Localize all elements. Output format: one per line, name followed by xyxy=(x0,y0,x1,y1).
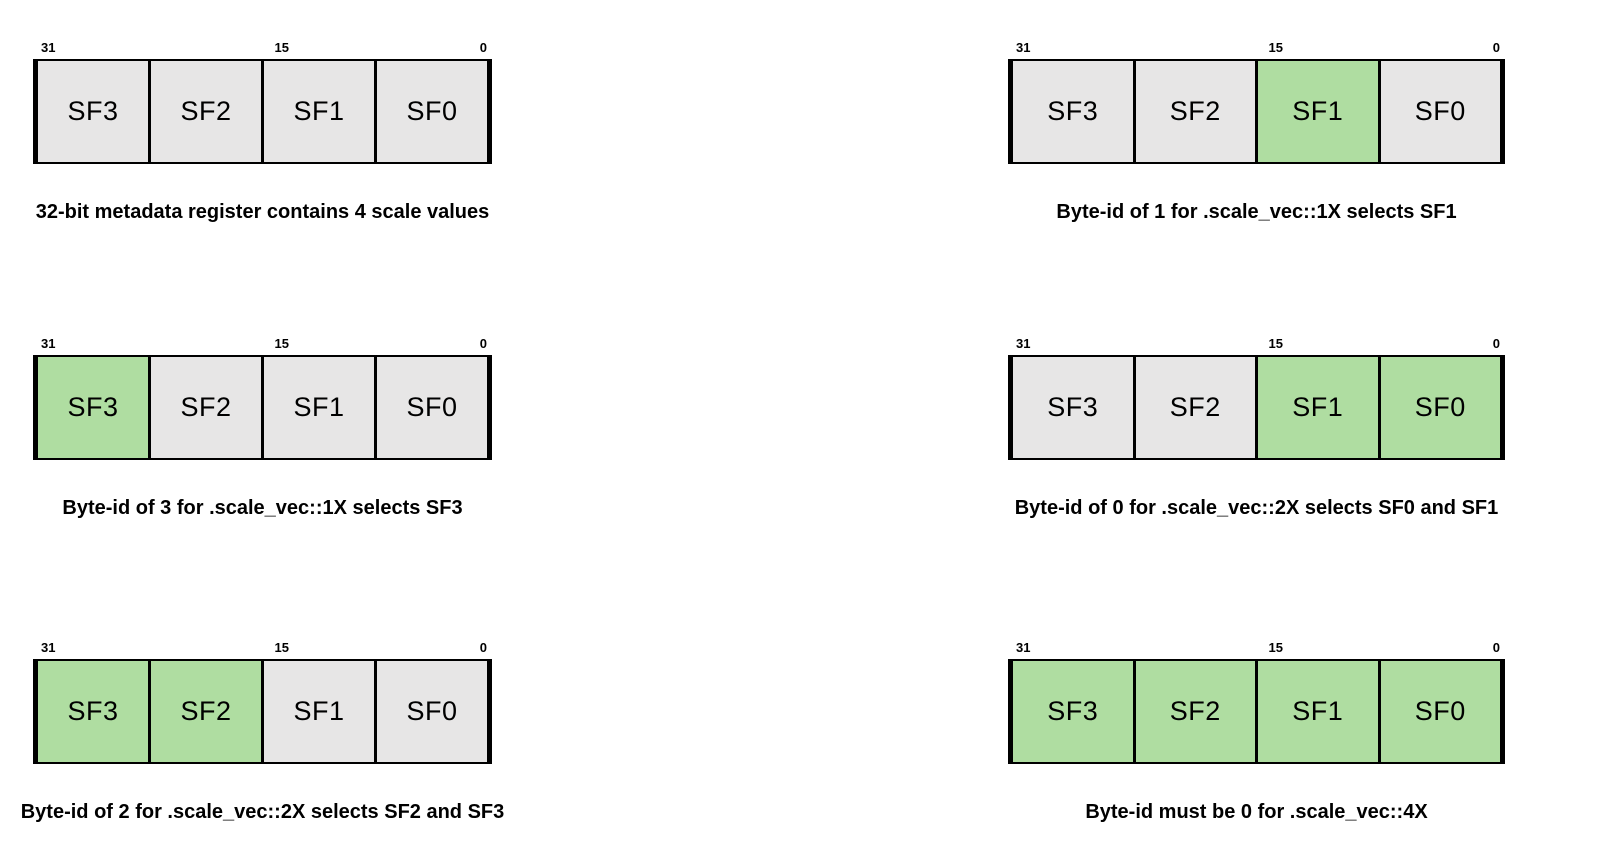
register-cell-sf3: SF3 xyxy=(38,61,148,162)
register-box: SF3 SF2 SF1 SF0 xyxy=(1008,355,1505,460)
bit-ruler: 31 15 0 xyxy=(33,34,492,59)
register-cell-sf3: SF3 xyxy=(1013,357,1133,458)
register-box: SF3 SF2 SF1 SF0 xyxy=(33,59,492,164)
register-cell-sf1: SF1 xyxy=(1255,357,1378,458)
diagram-caption: 32-bit metadata register contains 4 scal… xyxy=(35,201,490,223)
register-cell-sf2: SF2 xyxy=(1132,61,1255,162)
register-cell-sf3: SF3 xyxy=(1013,661,1133,762)
diagram-caption: Byte-id must be 0 for .scale_vec::4X xyxy=(1085,801,1428,823)
cell-label: SF3 xyxy=(1047,96,1099,126)
cell-label: SF0 xyxy=(406,696,458,726)
register-diagram-metadata: 31 15 0 SF3 SF2 SF1 SF0 32-bit metadata … xyxy=(33,34,492,223)
bit-ruler: 31 15 0 xyxy=(1008,634,1505,659)
bit-label-31: 31 xyxy=(1016,336,1031,351)
cell-label: SF3 xyxy=(67,696,119,726)
bit-label-15: 15 xyxy=(274,336,289,351)
register-cell-sf1: SF1 xyxy=(261,357,374,458)
register-cell-sf3: SF3 xyxy=(1013,61,1133,162)
bit-label-0: 0 xyxy=(479,40,487,55)
cell-label: SF3 xyxy=(1047,392,1099,422)
cell-label: SF3 xyxy=(67,96,119,126)
bit-ruler: 31 15 0 xyxy=(33,330,492,355)
register-cell-sf2: SF2 xyxy=(148,661,261,762)
register-cell-sf3: SF3 xyxy=(38,357,148,458)
register-diagram-byteid0-2x: 31 15 0 SF3 SF2 SF1 SF0 Byte-id of 0 for… xyxy=(1008,330,1505,519)
register-cell-sf2: SF2 xyxy=(1132,661,1255,762)
diagram-caption: Byte-id of 1 for .scale_vec::1X selects … xyxy=(1056,201,1457,223)
cell-label: SF2 xyxy=(180,392,232,422)
register-cell-sf1: SF1 xyxy=(1255,61,1378,162)
cell-label: SF0 xyxy=(406,392,458,422)
cell-label: SF0 xyxy=(406,96,458,126)
bit-label-31: 31 xyxy=(1016,40,1031,55)
diagram-caption: Byte-id of 0 for .scale_vec::2X selects … xyxy=(1014,497,1499,519)
cell-label: SF1 xyxy=(293,96,345,126)
bit-label-31: 31 xyxy=(1016,640,1031,655)
register-diagram-byteid1-1x: 31 15 0 SF3 SF2 SF1 SF0 Byte-id of 1 for… xyxy=(1008,34,1505,223)
cell-label: SF1 xyxy=(1292,696,1344,726)
cell-label: SF2 xyxy=(1169,392,1221,422)
bit-label-0: 0 xyxy=(1492,640,1500,655)
register-cell-sf1: SF1 xyxy=(261,661,374,762)
register-box: SF3 SF2 SF1 SF0 xyxy=(33,659,492,764)
cell-label: SF1 xyxy=(293,696,345,726)
register-cell-sf0: SF0 xyxy=(374,357,487,458)
bit-label-31: 31 xyxy=(41,336,56,351)
register-cell-sf3: SF3 xyxy=(38,661,148,762)
register-cell-sf0: SF0 xyxy=(374,61,487,162)
bit-label-0: 0 xyxy=(479,336,487,351)
register-box: SF3 SF2 SF1 SF0 xyxy=(1008,59,1505,164)
bit-label-0: 0 xyxy=(1492,336,1500,351)
cell-label: SF1 xyxy=(293,392,345,422)
cell-label: SF1 xyxy=(1292,392,1344,422)
cell-label: SF0 xyxy=(1414,392,1466,422)
bit-label-15: 15 xyxy=(1268,336,1283,351)
register-cell-sf2: SF2 xyxy=(1132,357,1255,458)
register-box: SF3 SF2 SF1 SF0 xyxy=(33,355,492,460)
register-diagram-byteid3-1x: 31 15 0 SF3 SF2 SF1 SF0 Byte-id of 3 for… xyxy=(33,330,492,519)
bit-label-15: 15 xyxy=(1268,40,1283,55)
bit-label-15: 15 xyxy=(274,640,289,655)
bit-label-31: 31 xyxy=(41,40,56,55)
bit-ruler: 31 15 0 xyxy=(1008,34,1505,59)
register-cell-sf2: SF2 xyxy=(148,61,261,162)
bit-label-0: 0 xyxy=(479,640,487,655)
register-diagram-byteid2-2x: 31 15 0 SF3 SF2 SF1 SF0 Byte-id of 2 for… xyxy=(21,634,505,823)
cell-label: SF0 xyxy=(1414,96,1466,126)
diagram-caption: Byte-id of 3 for .scale_vec::1X selects … xyxy=(62,497,463,519)
register-box: SF3 SF2 SF1 SF0 xyxy=(1008,659,1505,764)
cell-label: SF3 xyxy=(67,392,119,422)
register-cell-sf0: SF0 xyxy=(1377,61,1500,162)
bit-label-0: 0 xyxy=(1492,40,1500,55)
bit-label-15: 15 xyxy=(274,40,289,55)
bit-ruler: 31 15 0 xyxy=(33,634,492,659)
cell-label: SF0 xyxy=(1414,696,1466,726)
cell-label: SF2 xyxy=(180,96,232,126)
cell-label: SF3 xyxy=(1047,696,1099,726)
cell-label: SF2 xyxy=(1169,96,1221,126)
register-diagram-byteid0-4x: 31 15 0 SF3 SF2 SF1 SF0 Byte-id must be … xyxy=(1008,634,1505,823)
register-cell-sf0: SF0 xyxy=(1377,661,1500,762)
register-cell-sf0: SF0 xyxy=(374,661,487,762)
diagram-caption: Byte-id of 2 for .scale_vec::2X selects … xyxy=(20,801,505,823)
bit-label-15: 15 xyxy=(1268,640,1283,655)
register-cell-sf1: SF1 xyxy=(1255,661,1378,762)
register-cell-sf0: SF0 xyxy=(1377,357,1500,458)
cell-label: SF1 xyxy=(1292,96,1344,126)
register-cell-sf1: SF1 xyxy=(261,61,374,162)
bit-label-31: 31 xyxy=(41,640,56,655)
register-cell-sf2: SF2 xyxy=(148,357,261,458)
cell-label: SF2 xyxy=(180,696,232,726)
bit-ruler: 31 15 0 xyxy=(1008,330,1505,355)
cell-label: SF2 xyxy=(1169,696,1221,726)
